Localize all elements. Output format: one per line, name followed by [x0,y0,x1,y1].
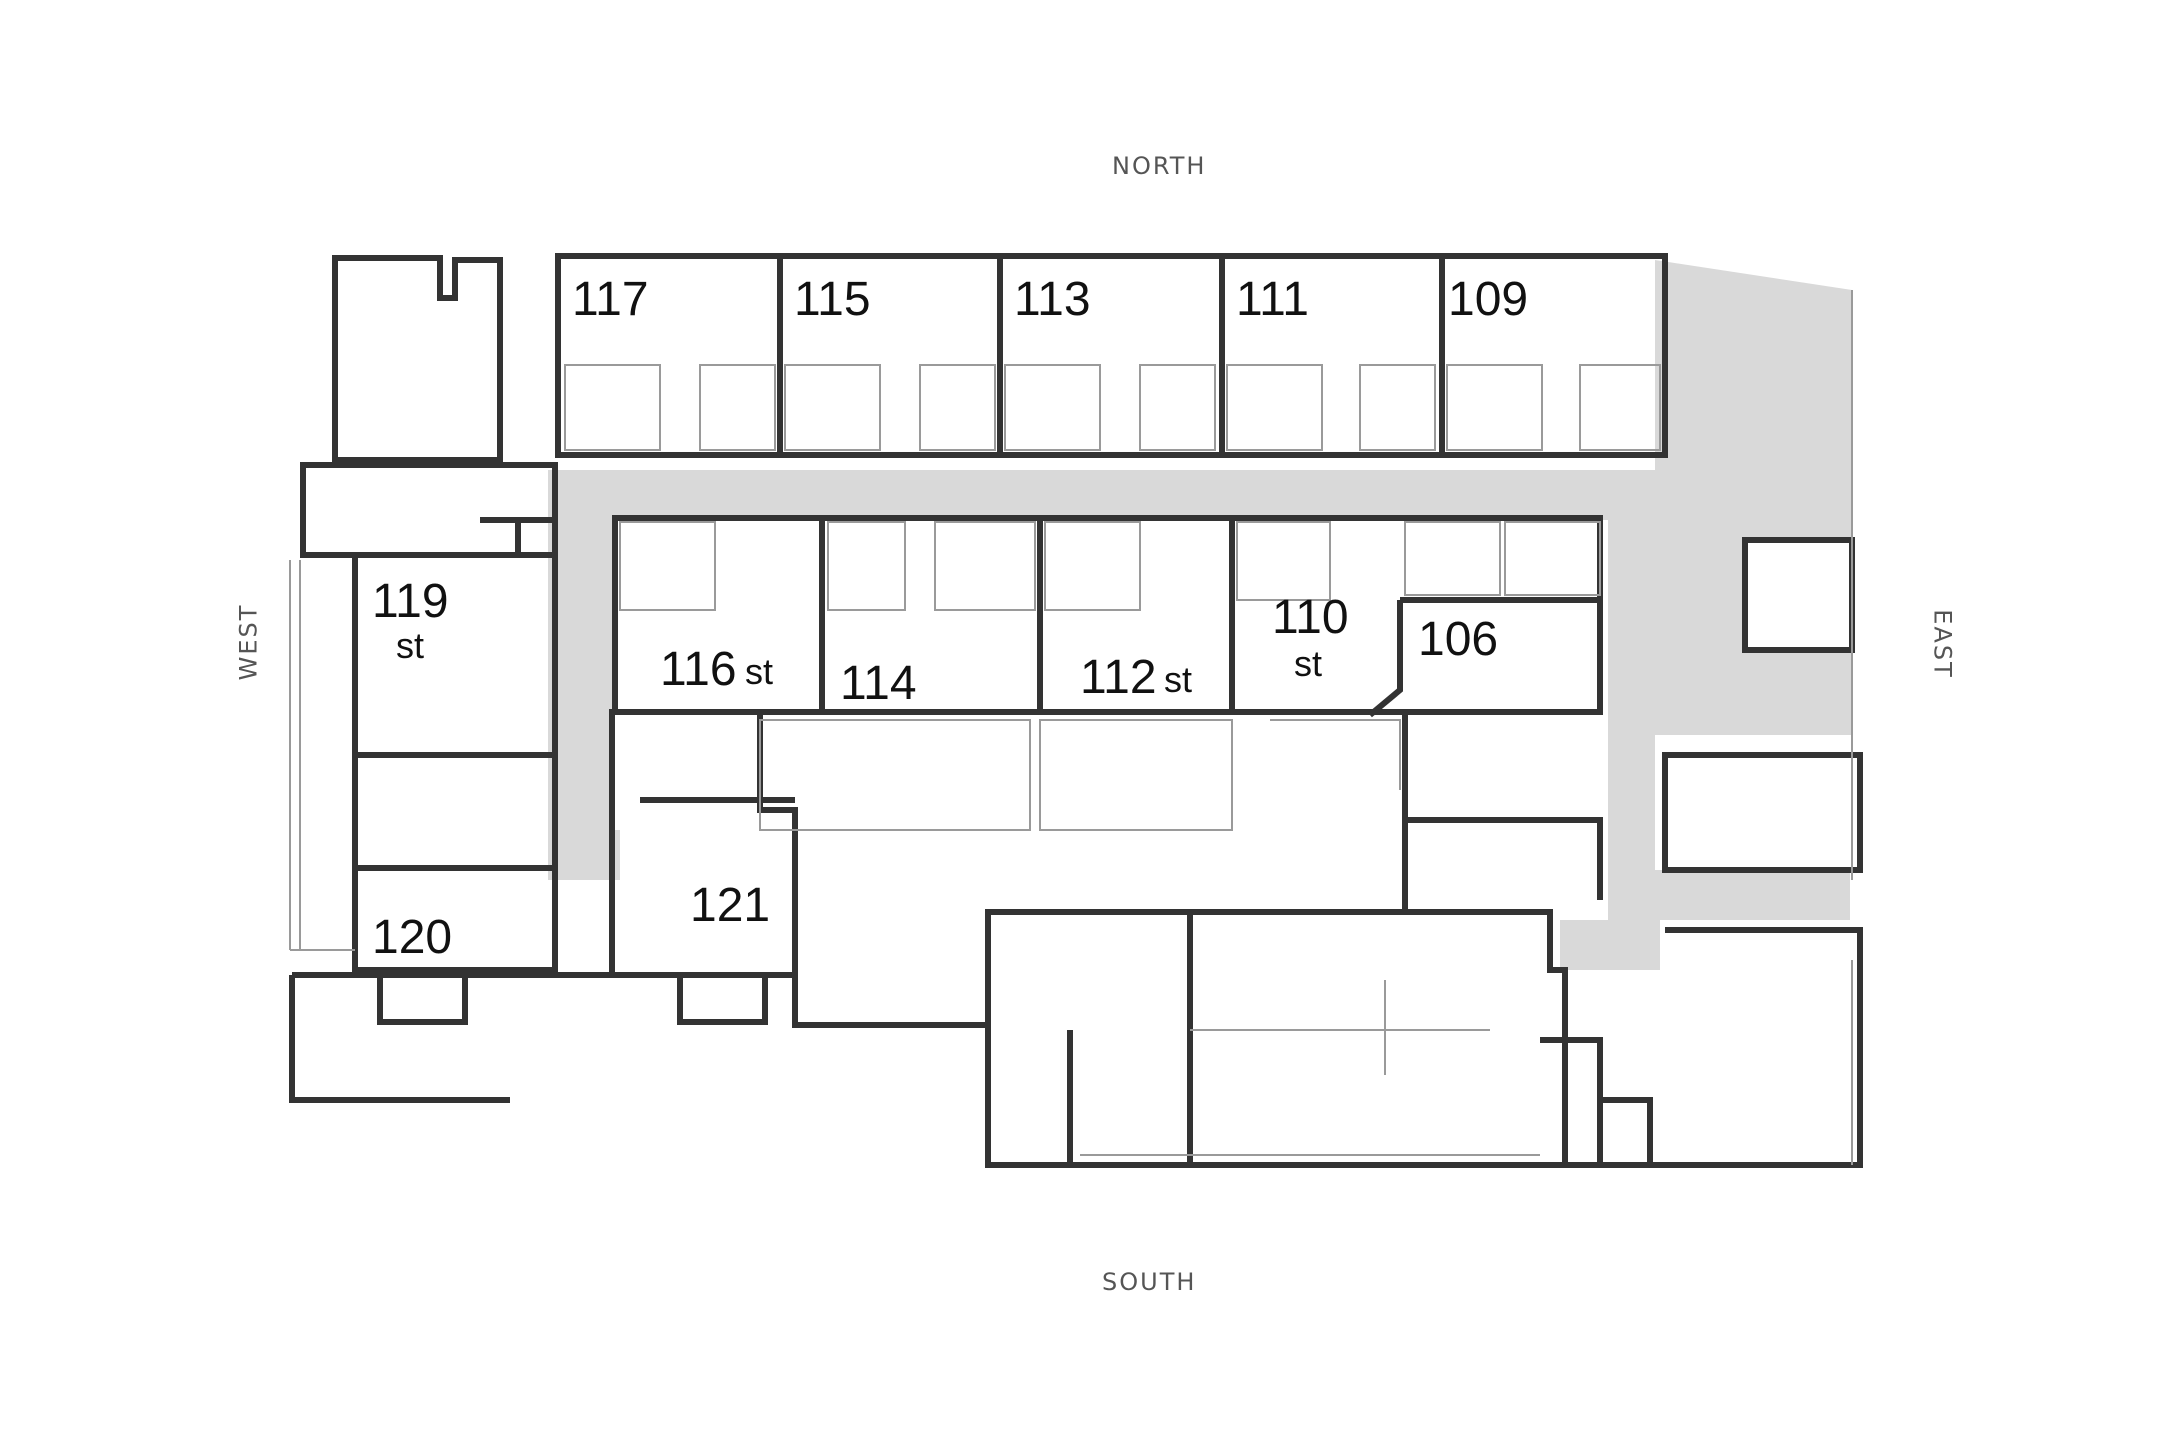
north-corridor [548,470,1670,520]
room-106: 106 [1418,613,1499,666]
room-119: 119 [372,575,449,628]
room-120: 120 [372,911,453,964]
room-110-suffix: st [1294,643,1323,684]
room-116-suffix: st [745,651,774,692]
room-114: 114 [840,657,917,710]
southeast-corridor [1560,870,1850,970]
room-112-suffix: st [1164,659,1193,700]
fixtures [289,290,1853,1165]
room-112: 112 [1080,651,1157,704]
room-119-suffix: st [396,625,425,666]
south-label: SOUTH [1102,1268,1197,1296]
room-109: 109 [1448,273,1529,326]
room-113: 113 [1014,273,1091,326]
corridors [548,260,1852,970]
room-110: 110 [1272,591,1349,644]
west-corridor [548,470,612,850]
room-116: 116 [660,643,737,696]
room-121: 121 [690,879,771,932]
east-label: EAST [1928,609,1957,679]
east-corridor [1608,470,1655,880]
north-label: NORTH [1112,152,1207,180]
west-label: WEST [234,603,263,681]
room-117: 117 [572,273,649,326]
room-115: 115 [794,273,871,326]
southwest-corridor [548,830,620,880]
east-lobby [1655,260,1852,735]
room-111: 111 [1236,273,1309,326]
